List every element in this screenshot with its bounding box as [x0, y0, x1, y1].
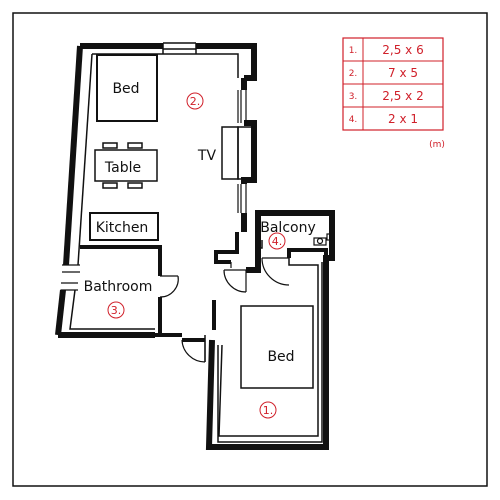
entrance-door — [181, 335, 206, 363]
marker-3-label: 3. — [111, 304, 122, 317]
inner-door — [223, 262, 247, 293]
legend-size-1: 2,5 x 6 — [382, 43, 423, 57]
legend-size-4: 2 x 1 — [388, 112, 418, 126]
legend-index-2: 2. — [349, 69, 358, 79]
marker-4: 4. — [268, 232, 286, 250]
balcony-door — [261, 257, 290, 286]
legend-unit: (m) — [429, 140, 445, 150]
marker-1: 1. — [259, 401, 277, 419]
bathroom-door — [159, 275, 179, 298]
bathroom-walls — [80, 245, 162, 335]
legend-table: 1. 2,5 x 6 2. 7 x 5 3. 2,5 x 2 4. 2 x 1 … — [342, 37, 445, 150]
legend-index-4: 4. — [349, 115, 358, 125]
legend-size-3: 2,5 x 2 — [382, 89, 423, 103]
walls-connector — [155, 232, 239, 337]
table-furniture — [94, 142, 158, 189]
balcony-fixture — [313, 233, 331, 246]
kitchen-counter — [89, 212, 159, 241]
window-right — [237, 90, 247, 213]
bed-main-furniture — [96, 54, 158, 122]
room-label-bed-second: Bed — [267, 349, 294, 365]
room-label-bed-main: Bed — [112, 81, 139, 97]
walls-second-inner — [217, 240, 323, 443]
legend-size-2: 7 x 5 — [388, 66, 418, 80]
room-label-tv: TV — [197, 148, 217, 164]
legend-index-1: 1. — [349, 46, 358, 56]
room-label-kitchen: Kitchen — [96, 220, 149, 236]
legend-index-3: 3. — [349, 92, 358, 102]
marker-2: 2. — [186, 92, 204, 110]
window-left — [61, 264, 80, 291]
marker-4-label: 4. — [272, 235, 283, 248]
bed-second-furniture — [240, 305, 314, 389]
room-label-balcony: Balcony — [260, 220, 316, 236]
marker-1-label: 1. — [263, 404, 274, 417]
marker-2-label: 2. — [190, 95, 201, 108]
room-label-bathroom: Bathroom — [84, 279, 153, 295]
walls-main — [55, 43, 257, 338]
tv-unit — [221, 126, 255, 180]
frame — [12, 12, 488, 487]
marker-3: 3. — [107, 301, 125, 319]
balcony-divider — [287, 248, 328, 258]
window-top — [162, 42, 197, 55]
walls-second — [205, 210, 335, 450]
room-label-table: Table — [104, 160, 141, 176]
